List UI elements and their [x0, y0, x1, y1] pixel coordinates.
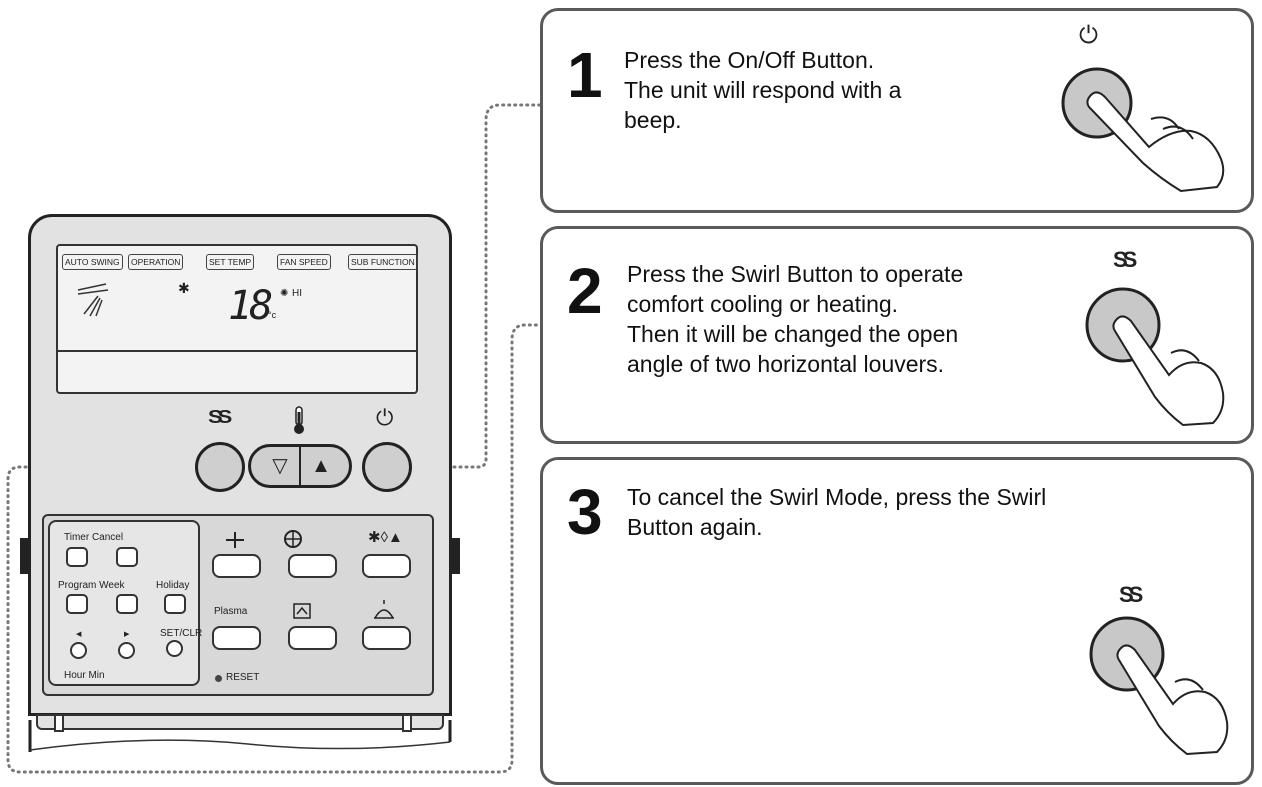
step-2-line-1: Press the Swirl Button to operate	[627, 261, 964, 287]
cover-hinge	[36, 714, 444, 730]
min-button[interactable]	[118, 642, 135, 659]
step-1-line-2: The unit will respond with a	[624, 77, 902, 103]
step-1-box: 1 Press the On/Off Button. The unit will…	[540, 8, 1254, 213]
program-week-label: Program Week	[58, 580, 125, 591]
temp-up-button[interactable]: ▲	[311, 455, 331, 477]
lcd-label-fan-speed: FAN SPEED	[277, 254, 331, 270]
fan-speed-button[interactable]	[288, 554, 337, 578]
cancel-button[interactable]	[116, 547, 138, 567]
lcd-temperature: 18	[228, 283, 273, 329]
thermometer-icon	[294, 406, 304, 434]
left-arrow-label: ◀	[76, 631, 82, 638]
mode-button[interactable]	[362, 554, 411, 578]
step-2-line-4: angle of two horizontal louvers.	[627, 351, 945, 377]
lcd-fan-speed: HI	[292, 288, 302, 299]
lcd-label-sub-function: SUB FUNCTION	[348, 254, 418, 270]
operation-mode-button[interactable]	[212, 554, 261, 578]
step-2-line-2: comfort cooling or heating.	[627, 291, 899, 317]
step-1-press-hand-icon	[1061, 67, 1225, 193]
fan-speed-icon: ✺	[280, 288, 289, 299]
lcd-divider	[58, 350, 416, 352]
dry-mode-icon: ◊	[380, 529, 388, 546]
power-button[interactable]	[362, 442, 412, 492]
step-1-number: 1	[567, 39, 603, 111]
home-leave-icon	[293, 603, 311, 619]
step-2-line-3: Then it will be changed the open	[627, 321, 959, 347]
swing-louver-icon	[77, 283, 109, 317]
step-2-box: 2 Press the Swirl Button to operate comf…	[540, 226, 1254, 444]
step-3-swirl-icon: SS	[1119, 582, 1143, 607]
temp-down-button[interactable]: ▽	[272, 455, 288, 477]
hinge-tab-left	[54, 714, 64, 732]
step-2-swirl-icon: SS	[1113, 247, 1137, 272]
sub-function-icon	[374, 600, 394, 619]
hour-min-label: Hour Min	[64, 670, 105, 681]
hinge-tab-right	[402, 714, 412, 732]
step-1-text: Press the On/Off Button. The unit will r…	[624, 45, 901, 135]
holiday-label: Holiday	[156, 580, 190, 591]
heat-mode-icon: ▲	[388, 529, 403, 546]
step-3-line-1: To cancel the Swirl Mode, press the Swir…	[627, 484, 1047, 510]
step-3-box: 3 To cancel the Swirl Mode, press the Sw…	[540, 457, 1254, 785]
power-icon-label: ⏻	[376, 406, 394, 431]
step-3-line-2: Button again.	[627, 514, 763, 540]
reset-label: RESET	[226, 672, 260, 683]
step-3-press-hand-icon	[1089, 616, 1229, 756]
week-button[interactable]	[116, 594, 138, 614]
holiday-button[interactable]	[164, 594, 186, 614]
plasma-label: Plasma	[214, 606, 248, 617]
cool-mode-icon: ✱	[368, 529, 381, 546]
lower-panel-side-right	[452, 538, 460, 574]
swirl-icon-label: SS	[208, 405, 232, 428]
cooling-icon: ✱	[178, 280, 190, 296]
lcd-label-set-temp: SET TEMP	[206, 254, 255, 270]
step-2-text: Press the Swirl Button to operate comfor…	[627, 259, 963, 379]
right-arrow-label: ▶	[124, 631, 130, 638]
step-3-text: To cancel the Swirl Mode, press the Swir…	[627, 482, 1046, 542]
lcd-screen: AUTO SWING OPERATION SET TEMP FAN SPEED …	[56, 244, 418, 394]
timer-cancel-label: Timer Cancel	[64, 532, 124, 543]
remote-controller: AUTO SWING OPERATION SET TEMP FAN SPEED …	[20, 214, 460, 752]
swirl-button[interactable]	[195, 442, 245, 492]
program-button[interactable]	[66, 594, 88, 614]
step-1-line-1: Press the On/Off Button.	[624, 47, 875, 73]
step-2-number: 2	[567, 255, 603, 327]
fan-speed-mode-icon	[284, 530, 302, 548]
mode-icons: ✱◊▲	[368, 528, 403, 546]
step-1-power-icon: ⏻	[1079, 21, 1098, 49]
step-1-line-3: beep.	[624, 107, 682, 133]
plasma-button[interactable]	[212, 626, 261, 650]
sub-function-button[interactable]	[362, 626, 411, 650]
hour-button[interactable]	[70, 642, 87, 659]
set-clr-label: SET/CLR	[160, 628, 203, 639]
reset-dot-icon	[215, 675, 222, 682]
lcd-label-operation: OPERATION	[128, 254, 184, 270]
lower-panel-side-left	[20, 538, 28, 574]
step-2-press-hand-icon	[1085, 287, 1225, 427]
fan-mode-icon	[226, 532, 244, 548]
home-leave-button[interactable]	[288, 626, 337, 650]
set-clr-button[interactable]	[166, 640, 183, 657]
lcd-temp-unit: °c	[268, 310, 277, 320]
step-3-number: 3	[567, 476, 603, 548]
lcd-label-auto-swing: AUTO SWING	[62, 254, 123, 270]
timer-button[interactable]	[66, 547, 88, 567]
temp-button-divider	[299, 447, 301, 485]
cover-outline	[28, 720, 452, 752]
